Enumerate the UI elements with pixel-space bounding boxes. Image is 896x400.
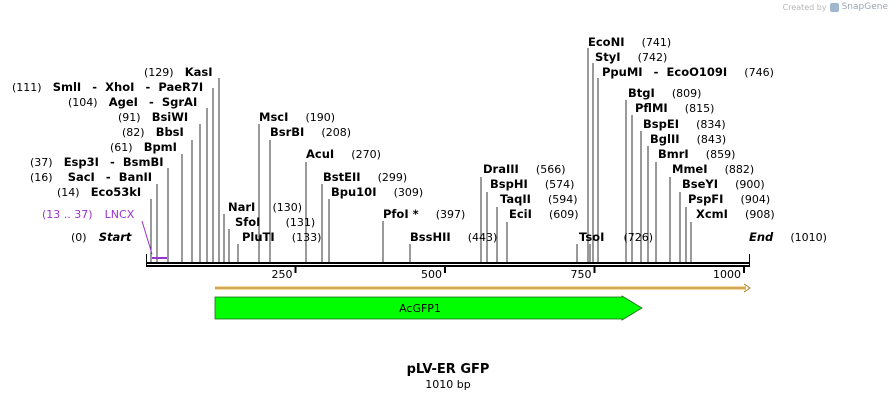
enzyme-label[interactable]: PpuMI - EcoO109I (746) bbox=[602, 61, 774, 80]
enzyme-label[interactable]: TaqII (594) bbox=[500, 188, 578, 207]
enzyme-label[interactable]: MscI (190) bbox=[259, 106, 335, 125]
enzyme-label[interactable]: BssHII (443) bbox=[410, 226, 497, 245]
scale-ticks: 250 500 750 1000 bbox=[272, 267, 746, 281]
scale-tick-label: 1000 bbox=[713, 268, 741, 281]
enzyme-label[interactable]: (91) BsiWI bbox=[118, 106, 188, 125]
enzyme-label[interactable]: BspHI (574) bbox=[490, 173, 574, 192]
svg-text:(13 .. 37) LNCX: (13 .. 37) LNCX bbox=[42, 203, 135, 222]
end-label: End bbox=[749, 230, 774, 244]
primer-leader-line bbox=[141, 220, 153, 255]
feature-acgfp1[interactable]: AcGFP1 bbox=[214, 295, 643, 321]
primer-lncx[interactable]: (13 .. 37) LNCX bbox=[42, 203, 167, 259]
backbone-bottom-strand bbox=[146, 265, 750, 267]
enzyme-label[interactable]: MmeI (882) bbox=[672, 158, 754, 177]
scale-tick-label: 500 bbox=[421, 268, 442, 281]
enzyme-label[interactable]: (111) SmlI - XhoI - PaeR7I bbox=[12, 76, 203, 95]
primer-range: (13 .. 37) bbox=[42, 208, 93, 221]
enzyme-label[interactable]: (82) BbsI bbox=[122, 121, 184, 140]
enzyme-label[interactable]: (16) SacI - BanII bbox=[30, 166, 152, 185]
enzyme-label[interactable]: BtgI (809) bbox=[628, 82, 701, 101]
enzyme-label[interactable]: EcoNI (741) bbox=[588, 31, 671, 50]
svg-text:End (1010): End (1010) bbox=[749, 226, 827, 245]
enzyme-label[interactable]: EciI (609) bbox=[509, 203, 579, 222]
snapgene-logo-icon bbox=[829, 2, 839, 12]
start-label: Start bbox=[99, 230, 132, 244]
feature-range-arrowhead bbox=[743, 283, 751, 293]
enzyme-label[interactable]: PspFI (904) bbox=[688, 188, 770, 207]
enzyme-label[interactable]: TsoI (726) bbox=[579, 226, 653, 245]
scale-tick-label: 250 bbox=[272, 268, 293, 281]
enzyme-label[interactable]: XcmI (908) bbox=[696, 203, 775, 222]
sequence-start-label: (0) Start bbox=[71, 226, 132, 245]
enzyme-label[interactable]: StyI (742) bbox=[595, 46, 667, 65]
backbone-top-strand bbox=[146, 262, 750, 264]
enzyme-label[interactable]: SfoI (131) bbox=[235, 211, 315, 230]
enzyme-label[interactable]: Bpu10I (309) bbox=[331, 181, 423, 200]
enzyme-label[interactable]: PfoI * (397) bbox=[383, 203, 465, 222]
enzyme-label[interactable]: NarI (130) bbox=[228, 196, 302, 215]
sequence-backbone bbox=[146, 254, 750, 267]
enzyme-label[interactable]: BmrI (859) bbox=[658, 143, 735, 162]
enzyme-label[interactable]: PluTI (133) bbox=[242, 226, 321, 245]
enzyme-label[interactable]: BsrBI (208) bbox=[270, 121, 351, 140]
snapgene-credit: Created by SnapGene bbox=[783, 2, 888, 12]
feature-range-bar[interactable] bbox=[215, 283, 751, 293]
sequence-end-label: End (1010) bbox=[749, 226, 827, 245]
feature-label: AcGFP1 bbox=[399, 302, 441, 315]
enzyme-group-left: (111) SmlI - XhoI - PaeR7I (129) KasI (1… bbox=[12, 61, 212, 200]
credit-prefix: Created by bbox=[782, 2, 827, 12]
enzyme-label[interactable]: BseYI (900) bbox=[682, 173, 765, 192]
svg-text:(0) Start: (0) Start bbox=[71, 226, 132, 245]
primer-label: LNCX bbox=[105, 208, 135, 221]
enzyme-label[interactable]: (61) BpmI bbox=[110, 136, 177, 155]
scale-tick-label: 750 bbox=[571, 268, 592, 281]
enzyme-label[interactable]: BglII (843) bbox=[650, 128, 726, 147]
enzyme-label[interactable]: (129) KasI bbox=[144, 61, 212, 80]
enzyme-label[interactable]: (37) Esp3I - BsmBI bbox=[30, 151, 164, 170]
enzyme-group-middle: MscI (190) BsrBI (208) AcuI (270) BstEII… bbox=[228, 106, 497, 245]
enzyme-label[interactable]: DraIII (566) bbox=[483, 158, 566, 177]
map-subtitle: 1010 bp bbox=[425, 378, 470, 391]
enzyme-label[interactable]: PflMI (815) bbox=[635, 97, 714, 116]
enzyme-label[interactable]: BspEI (834) bbox=[643, 113, 726, 132]
credit-brand: SnapGene bbox=[841, 2, 888, 12]
feature-arrow bbox=[214, 295, 643, 321]
enzyme-group-right: EcoNI (741) StyI (742) PpuMI - EcoO109I … bbox=[483, 31, 775, 245]
enzyme-label[interactable]: (104) AgeI - SgrAI bbox=[68, 91, 197, 110]
enzyme-label[interactable]: BstEII (299) bbox=[323, 166, 407, 185]
end-position: (1010) bbox=[790, 231, 827, 244]
start-position: (0) bbox=[71, 231, 87, 244]
enzyme-label[interactable]: (14) Eco53kI bbox=[57, 181, 141, 200]
map-title: pLV-ER GFP bbox=[407, 362, 490, 377]
enzyme-tick-lines bbox=[150, 48, 692, 262]
enzyme-label[interactable]: AcuI (270) bbox=[306, 143, 381, 162]
